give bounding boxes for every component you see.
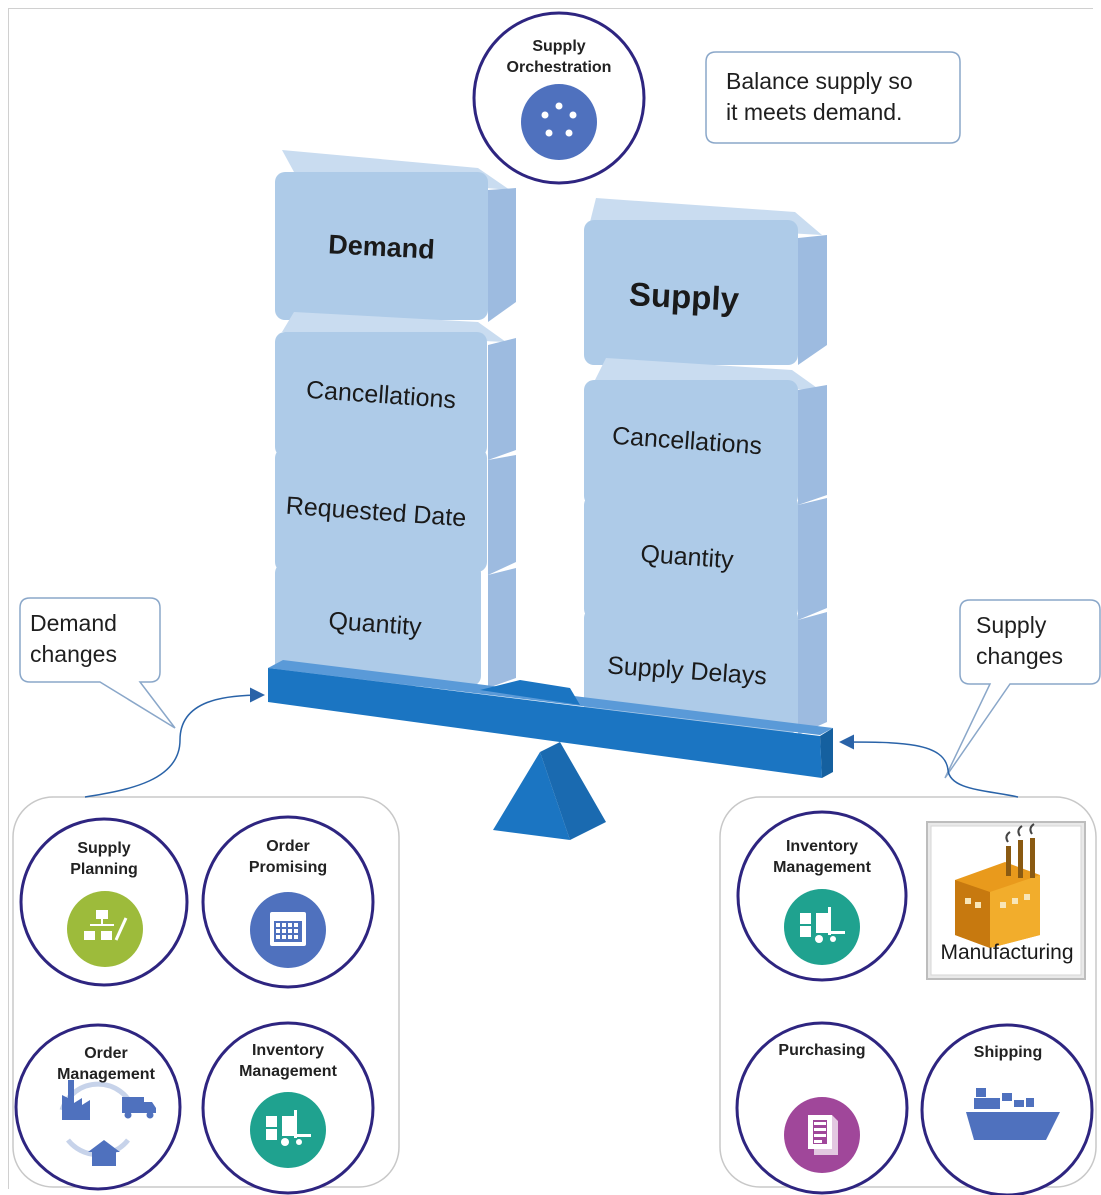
hub-label-line2: Orchestration [506,59,612,76]
supply-planning-node [19,817,189,987]
document-icon [808,1115,838,1155]
shipping-node [920,1023,1094,1195]
order-promising-label: Order Promising [228,836,348,878]
order-promising-line2: Promising [248,859,328,876]
left-inventory-management-node [201,1021,375,1195]
left-inventory-line2: Management [239,1063,337,1080]
supply-orchestration-hub [472,11,646,185]
calendar-icon [270,912,306,946]
right-connector-arrow [839,734,1019,798]
factory-truck-home-icon [59,1080,156,1166]
seesaw-fulcrum [493,742,606,840]
demand-changes-text: Demand changes [30,608,160,670]
order-management-line2: Management [57,1066,155,1083]
supply-changes-line1: Supply [976,612,1047,638]
cycle-icon [541,102,577,137]
supply-orchestration-label: Supply Orchestration [499,36,619,78]
right-inventory-line2: Management [773,859,871,876]
seesaw-beam [268,660,833,778]
manufacturing-label: Manufacturing [940,941,1074,964]
supply-cancellations-block [584,358,827,506]
supply-callout-shape [944,599,1101,779]
supply-delays-block [584,608,827,735]
supply-quantity-block [584,495,827,620]
demand-quantity-block [275,563,516,688]
ship-icon [966,1088,1060,1140]
flowchart-icon [84,910,128,941]
left-inventory-management-label: Inventory Management [228,1040,348,1082]
order-management-node [14,1023,182,1191]
supply-planning-line1: Supply [77,840,131,857]
order-management-line1: Order [84,1045,128,1062]
demand-changes-line2: changes [30,641,117,667]
supply-planning-line2: Planning [70,861,138,878]
order-promising-line1: Order [266,838,310,855]
right-inventory-management-label: Inventory Management [762,836,882,878]
note-box [705,51,961,144]
demand-header-block [275,150,516,322]
right-inventory-line1: Inventory [785,838,858,855]
left-inventory-line1: Inventory [251,1042,324,1059]
forklift-icon [800,907,845,943]
forklift-icon [266,1110,311,1146]
purchasing-node [735,1021,909,1195]
shipping-label: Shipping [973,1044,1043,1061]
demand-cancellations-block [275,312,516,460]
demand-requested-date-block [275,448,516,575]
purchasing-label: Purchasing [778,1042,866,1059]
supply-header-block [584,198,827,365]
note-line1: Balance supply so [726,68,913,94]
supply-changes-text: Supply changes [976,610,1096,672]
right-inventory-management-node [736,810,908,982]
factory-icon [955,823,1040,948]
diagram-frame [8,8,1093,1189]
left-connector-arrow [84,687,265,798]
manufacturing-tile [926,821,1086,980]
demand-callout-shape [19,597,176,729]
demand-changes-line1: Demand [30,610,117,636]
note-text: Balance supply so it meets demand. [726,66,956,128]
supply-changes-line2: changes [976,643,1063,669]
note-line2: it meets demand. [726,99,903,125]
hub-label-line1: Supply [532,38,586,55]
order-promising-node [201,815,375,989]
order-management-label: Order Management [46,1043,166,1085]
supply-planning-label: Supply Planning [44,838,164,880]
